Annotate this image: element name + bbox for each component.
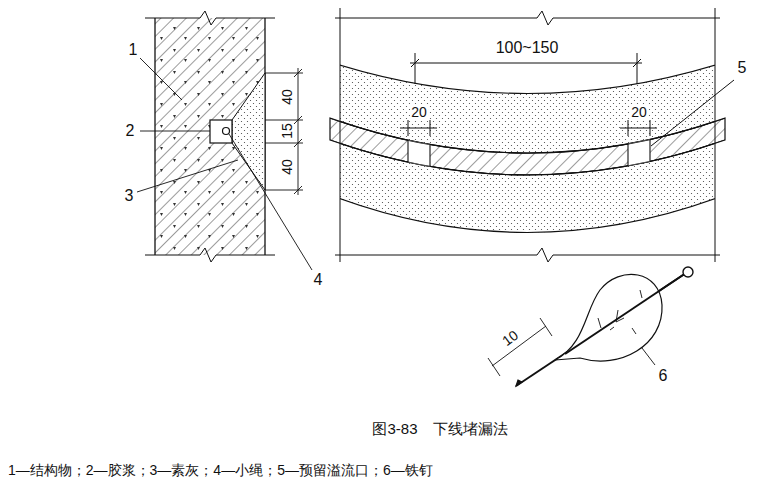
- crack-elevation: [330, 8, 734, 262]
- figure-caption: 图3-83 下线堵漏法: [372, 421, 507, 436]
- dimension-text: 10: [499, 327, 521, 349]
- dimension-text: 15: [280, 122, 294, 140]
- callout-number: 4: [313, 272, 324, 288]
- dimension-text: 40: [280, 158, 294, 176]
- callout-number: 5: [737, 60, 748, 76]
- dimension-text: 40: [280, 88, 294, 106]
- callout-number: 6: [658, 368, 669, 384]
- dimension-text: 20: [410, 105, 428, 119]
- callout-number: 1: [128, 42, 139, 58]
- callout-number: 2: [125, 123, 136, 139]
- nail-symbol: [488, 267, 693, 386]
- callout-number: 3: [124, 188, 135, 204]
- legend-note: 1—结构物；2—胶浆；3—素灰；4—小绳；5—预留溢流口；6—铁钉: [8, 463, 433, 477]
- wall-section: [137, 11, 312, 270]
- dimension-text: 20: [630, 105, 648, 119]
- dimension-text: 100~150: [495, 40, 560, 56]
